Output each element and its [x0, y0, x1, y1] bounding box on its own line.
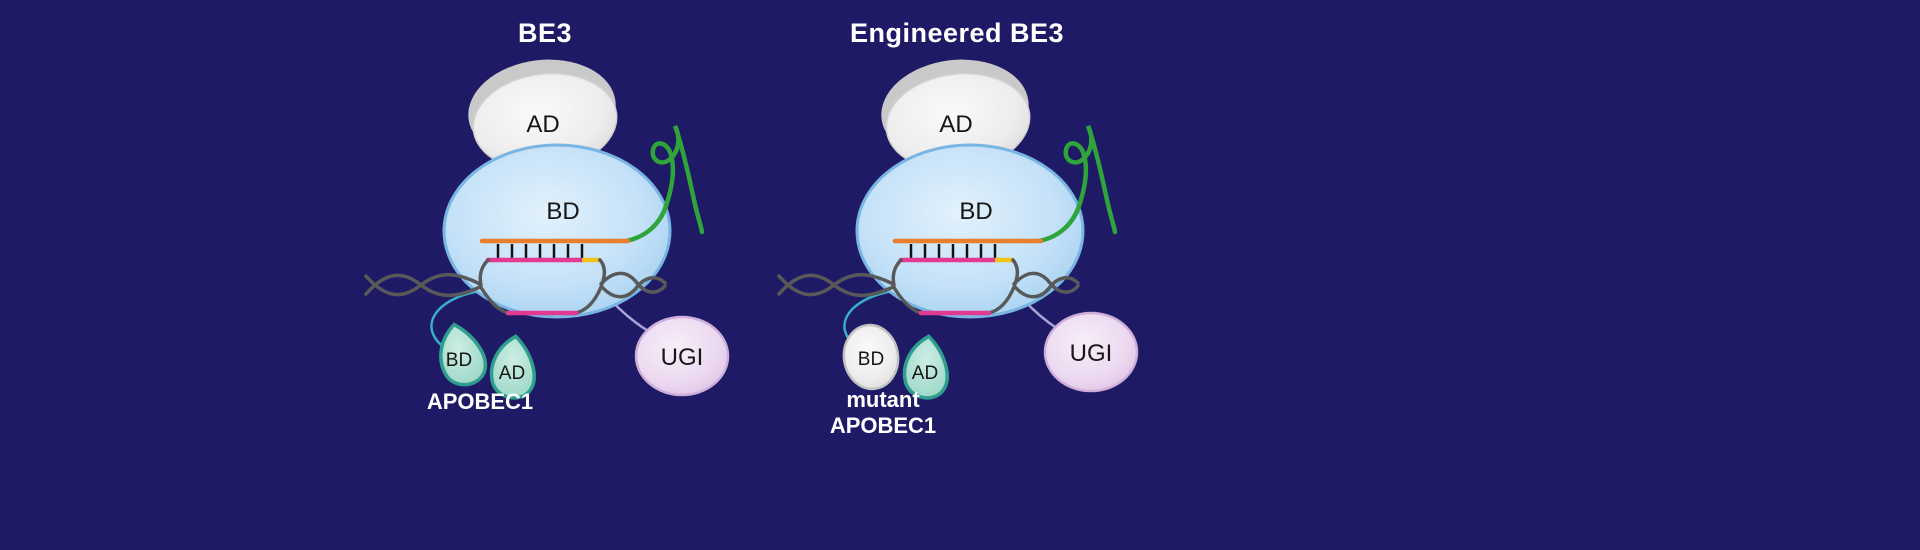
sgrna-scaffold-icon: [623, 124, 705, 244]
ugi-domain: UGI: [634, 315, 730, 397]
bd-label: BD: [546, 198, 579, 225]
ugi-domain: UGI: [1043, 311, 1139, 393]
apobec-ad-label: AD: [499, 363, 525, 384]
apobec-name-line1: APOBEC1: [427, 389, 533, 414]
base-pairing-ticks-icon: [496, 244, 584, 258]
apobec-name-line1: mutant: [846, 387, 920, 412]
mutant-apobec1-domains: BD AD: [842, 323, 949, 400]
apobec-bd-label: BD: [858, 349, 884, 370]
dna-helix-icon: [364, 258, 667, 315]
base-pairing-ticks-icon: [909, 244, 997, 258]
cas9-bd-domain: BD: [855, 143, 1085, 319]
ad-domain: AD: [881, 59, 1031, 172]
apobec-name-line2: APOBEC1: [830, 413, 936, 438]
panel-be3: BE3 AD BD: [364, 18, 730, 414]
rna-dna-pairing: [479, 238, 631, 263]
apobec-ad-label: AD: [912, 363, 938, 384]
panel-title: Engineered BE3: [850, 18, 1064, 48]
apobec-mutant-bd-icon: [842, 323, 900, 391]
panel-title: BE3: [518, 18, 572, 48]
ad-label: AD: [939, 111, 972, 138]
ugi-label: UGI: [1070, 340, 1113, 367]
rna-dna-pairing: [892, 238, 1044, 263]
dna-helix-icon: [777, 258, 1080, 315]
apobec-ad-petal-icon: [489, 334, 536, 400]
apobec-bd-petal-icon: [439, 322, 488, 387]
apobec-ad-petal-icon: [902, 334, 949, 400]
panel-engineered-be3: Engineered BE3 AD BD: [777, 18, 1139, 438]
sgrna-scaffold-icon: [1036, 124, 1118, 244]
apobec-bd-label: BD: [446, 350, 472, 371]
ugi-label: UGI: [661, 344, 704, 371]
ad-label: AD: [526, 111, 559, 138]
bd-label: BD: [959, 198, 992, 225]
apobec1-domains: BD AD: [439, 322, 536, 400]
cas9-bd-domain: BD: [442, 143, 672, 319]
